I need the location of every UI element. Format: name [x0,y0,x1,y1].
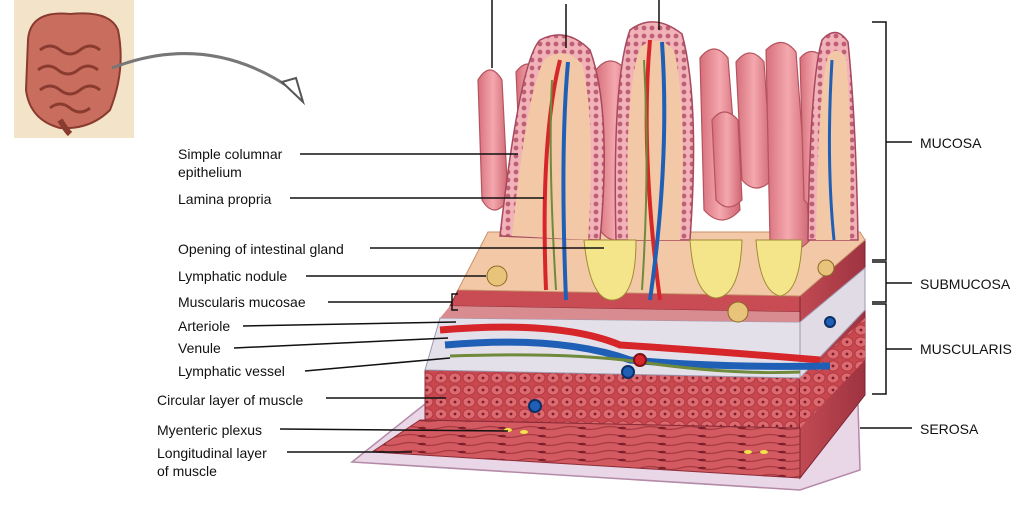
label-leaders [233,153,604,453]
label-circular-layer: Circular layer of muscle [157,392,304,408]
layer-brackets [860,21,912,429]
label-mucosa: MUCOSA [920,135,982,151]
circular-muscle [424,369,801,429]
zoom-arrow [111,52,297,94]
sectioned-villus-1 [499,34,605,301]
label-longitudinal-layer: Longitudinal layer of muscle [157,444,267,480]
label-lamina-propria: Lamina propria [178,191,272,207]
label-simple-columnar-line2: epithelium [178,164,242,180]
lymphatic-nodules [486,259,835,323]
intestinal-glands [583,239,803,301]
label-longitudinal-line2: of muscle [157,463,217,479]
label-longitudinal-line1: Longitudinal layer [157,445,267,461]
label-venule: Venule [178,340,221,356]
sectioned-villus-2 [614,21,695,301]
label-arteriole: Arteriole [178,318,231,334]
label-submucosa: SUBMUCOSA [920,276,1011,292]
label-opening-intestinal-gland: Opening of intestinal gland [178,241,344,257]
label-muscularis: MUSCULARIS [920,341,1012,357]
label-lymphatic-vessel: Lymphatic vessel [178,363,285,379]
intestine-thumbnail [14,0,134,138]
sectioned-villus-3 [807,31,859,241]
label-simple-columnar-epithelium: Simple columnar epithelium [178,145,282,181]
zoom-arrowhead [280,76,305,106]
label-simple-columnar-line1: Simple columnar [178,146,283,162]
top-leaders [491,0,660,68]
myenteric-plexus-specks [504,428,768,454]
label-lymphatic-nodule: Lymphatic nodule [178,268,288,284]
label-myenteric-plexus: Myenteric plexus [157,422,263,438]
label-serosa: SEROSA [920,421,979,437]
label-muscularis-mucosae: Muscularis mucosae [178,294,306,310]
